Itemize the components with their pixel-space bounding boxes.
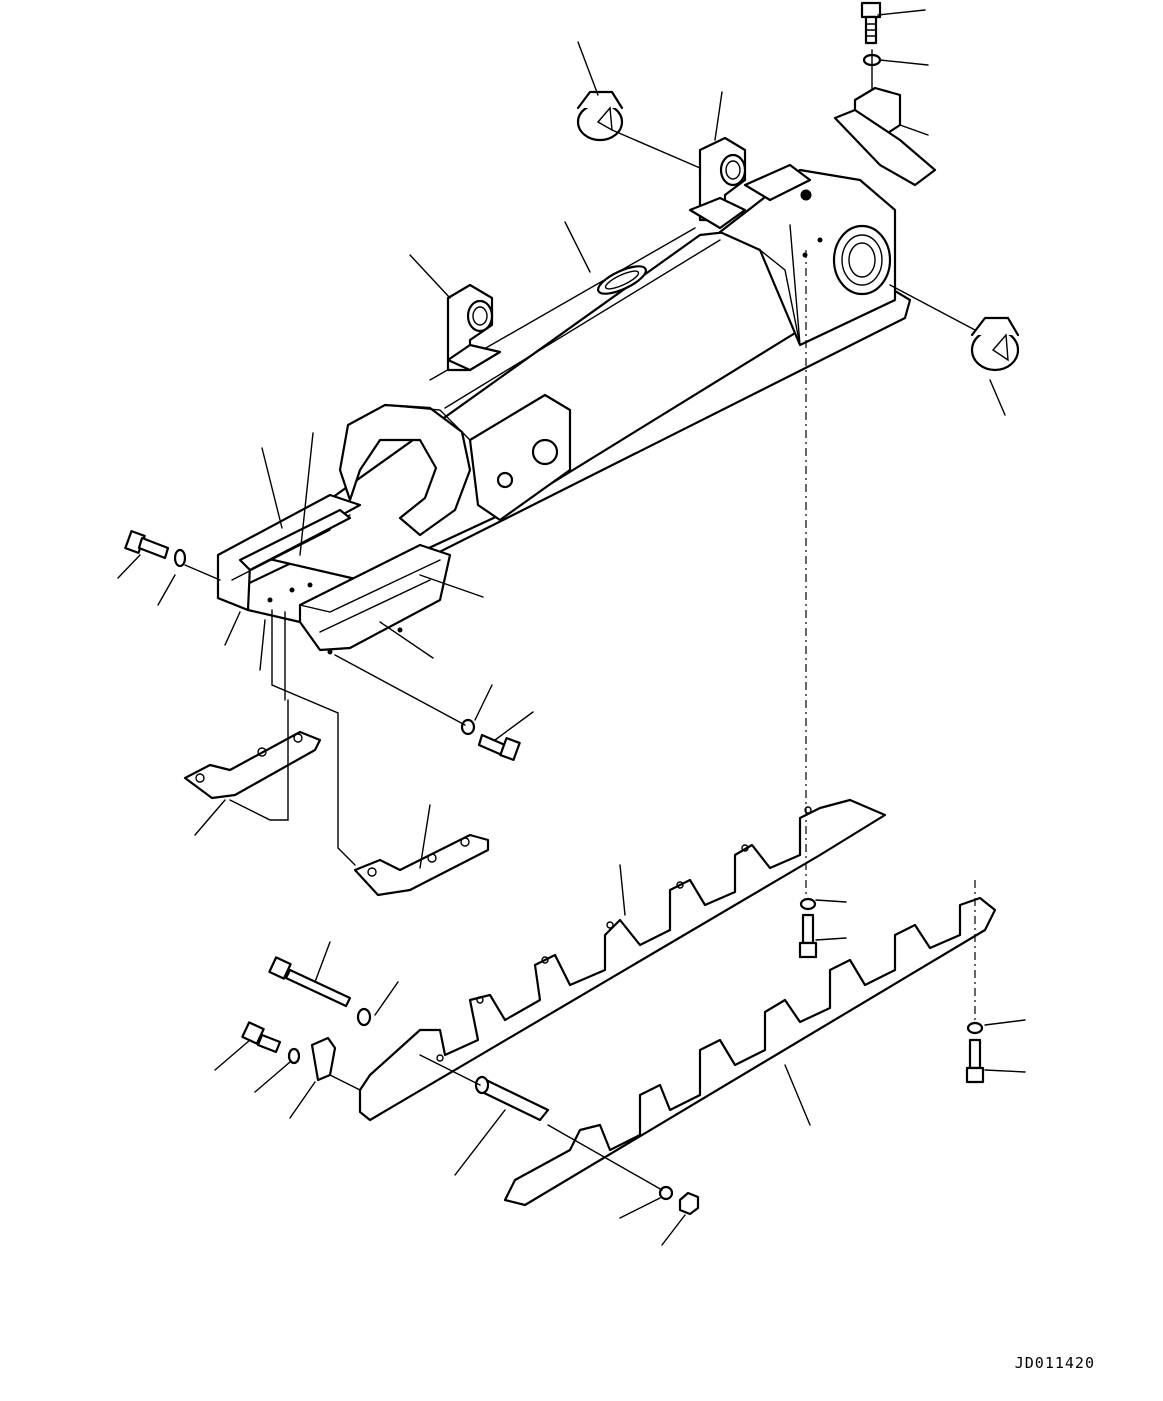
washer-right-a [799,897,817,911]
bolt-lower [241,1021,282,1054]
idler-bearing [832,224,892,296]
bolt-mid [477,733,521,761]
cap-upper [576,90,624,142]
small-guard-b [353,833,490,897]
washer-left [173,548,187,568]
carrier-bracket-rear [688,136,812,230]
bolt-right-b [965,1038,985,1084]
carrier-bracket-front [446,283,502,372]
guard-bracket-top [833,86,937,187]
washer-lower-a [356,1007,372,1027]
track-guard-lower [503,896,997,1207]
washer-lower-c [658,1185,674,1201]
track-guard-upper [358,798,887,1122]
bolt-top [860,1,882,45]
washer-mid [460,718,476,736]
washer-lower-b [287,1047,301,1065]
pin [474,1075,550,1122]
assembly-lines [184,49,976,1191]
bolt-right-a [798,913,818,959]
bolt-left [124,530,170,560]
track-frame [216,168,912,655]
drawing-code: JD011420 [1014,1354,1095,1372]
nut [678,1191,700,1216]
leader-lines [117,9,1026,1246]
washer-right-b [966,1021,984,1035]
clip-plate [310,1036,337,1082]
cap-lower [970,316,1020,372]
long-bolt [268,956,352,1008]
small-guard-a [183,730,322,800]
